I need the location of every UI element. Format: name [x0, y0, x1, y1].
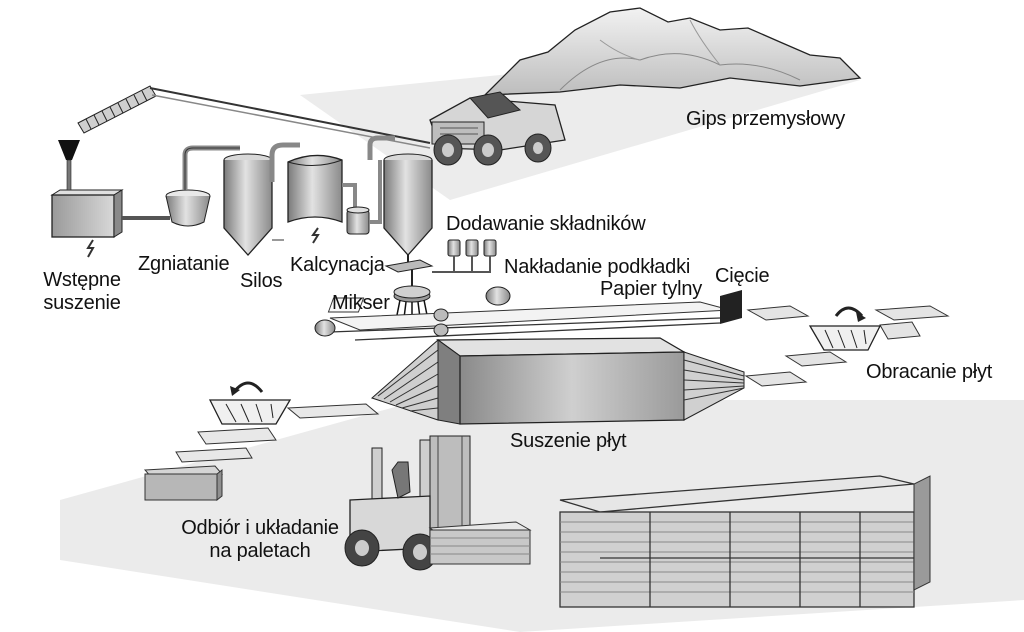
- dried-boards: [143, 403, 380, 502]
- board-dryer: [371, 337, 745, 425]
- label-pre-drying-line2: suszenie: [43, 292, 121, 314]
- label-backing-application: Nakładanie podkładki: [504, 256, 691, 278]
- label-silo: Silos: [240, 270, 283, 292]
- additive-tanks: [432, 239, 497, 273]
- label-unloading-line1: Odbiór i układanie: [181, 517, 339, 539]
- label-unloading-palletizing: Odbiór i układanie na paletach: [162, 517, 358, 563]
- mixer: [384, 259, 434, 320]
- calcination-kettle: [287, 154, 382, 244]
- flipping-device-right: [808, 306, 882, 351]
- stucco-silo: [367, 135, 433, 262]
- label-crushing: Zgniatanie: [138, 253, 230, 275]
- label-board-drying: Suszenie płyt: [510, 430, 627, 452]
- label-adding-ingredients: Dodawanie składników: [446, 213, 646, 235]
- label-calcination: Kalcynacja: [290, 254, 385, 276]
- label-mixer: Mikser: [332, 292, 390, 314]
- label-industrial-gypsum: Gips przemysłowy: [686, 108, 846, 130]
- cut-boards: [744, 305, 950, 387]
- flipping-device-left: [208, 381, 292, 425]
- pallet-stacks: [559, 475, 931, 608]
- pre-dryer: [50, 140, 124, 258]
- dump-truck: [429, 91, 566, 166]
- label-pre-drying-line1: Wstępne: [43, 269, 121, 291]
- silo: [223, 142, 300, 256]
- label-cutting: Cięcie: [715, 265, 770, 287]
- label-board-flipping: Obracanie płyt: [866, 361, 993, 383]
- label-pre-drying: Wstępne suszenie: [30, 269, 134, 315]
- upper-ground-plane: [300, 55, 860, 200]
- gypsum-mountains: [483, 7, 862, 96]
- label-unloading-line2: na paletach: [209, 540, 311, 562]
- crusher: [122, 145, 240, 227]
- forklift: [344, 435, 532, 571]
- forming-line: [314, 286, 742, 341]
- label-back-paper: Papier tylny: [600, 278, 703, 300]
